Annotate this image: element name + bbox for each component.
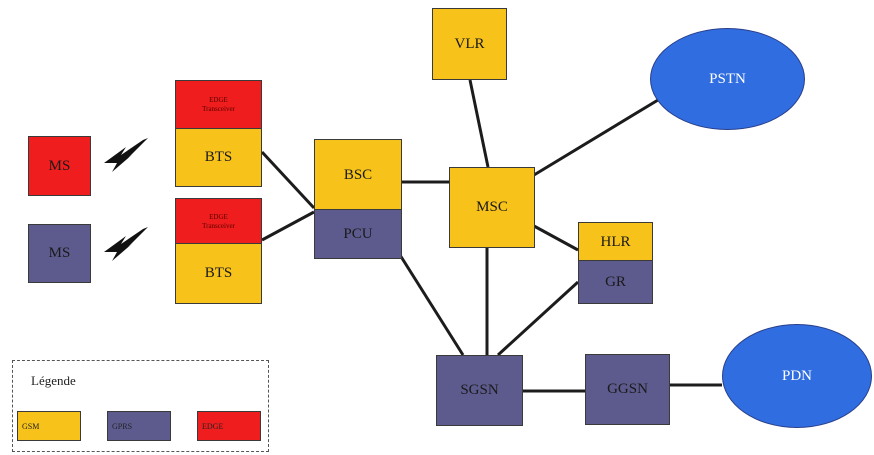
edge-transceiver-box-1: EDGE Transceiver (175, 80, 262, 130)
ms-gprs-box: MS (28, 224, 91, 283)
gr-label: GR (605, 273, 626, 290)
lightning-bolt-icon (104, 138, 148, 172)
hlr-label: HLR (600, 233, 631, 250)
legend-title: Légende (31, 373, 76, 388)
link-bts2-bsc (261, 210, 315, 242)
link-msc-pstn (533, 98, 659, 177)
pstn-label: PSTN (709, 70, 746, 87)
msc-box: MSC (449, 167, 535, 248)
sgsn-label: SGSN (460, 382, 499, 398)
edge-transceiver-1-line2: Transceiver (202, 105, 235, 113)
ggsn-box: GGSN (585, 354, 670, 425)
link-msc-hlr (533, 224, 579, 252)
bts-2-label: BTS (204, 265, 233, 281)
legend-gsm-swatch: GSM (17, 411, 81, 441)
legend-gsm-label: GSM (22, 421, 40, 431)
ms-edge-box: MS (28, 136, 91, 196)
pdn-network: PDN (722, 324, 872, 428)
legend-edge-label: EDGE (202, 421, 224, 431)
sgsn-box: SGSN (436, 355, 523, 426)
link-vlr-msc (468, 79, 490, 168)
edge-transceiver-1-line1: EDGE (209, 96, 228, 104)
bts-1-label: BTS (204, 149, 233, 165)
vlr-box: VLR (432, 8, 507, 80)
bsc-box: BSC (314, 139, 402, 211)
edge-transceiver-box-2: EDGE Transceiver (175, 198, 262, 245)
pdn-label: PDN (781, 367, 812, 384)
bsc-label: BSC (343, 166, 373, 183)
ms-gprs-label: MS (48, 245, 71, 261)
hlr-box: HLR (578, 222, 653, 262)
edge-transceiver-2-line1: EDGE (209, 212, 228, 221)
bts-box-1: BTS (175, 128, 262, 187)
legend-gprs-label: GPRS (112, 421, 133, 431)
legend-gprs-swatch: GPRS (107, 411, 171, 441)
bts-box-2: BTS (175, 243, 262, 304)
edge-transceiver-2-line2: Transceiver (202, 221, 235, 230)
vlr-label: VLR (454, 35, 485, 52)
link-pcu-sgsn (398, 254, 465, 356)
pcu-box: PCU (314, 209, 402, 259)
pcu-label: PCU (343, 225, 373, 242)
link-bts1-bsc (260, 150, 316, 210)
lightning-bolt-icon (104, 227, 148, 261)
gr-box: GR (578, 260, 653, 304)
ms-edge-label: MS (48, 157, 71, 174)
ggsn-label: GGSN (607, 381, 648, 397)
legend: Légende GSM GPRS EDGE (12, 360, 269, 452)
pstn-network: PSTN (650, 28, 805, 130)
msc-label: MSC (476, 199, 508, 215)
link-gr-sgsn (496, 280, 580, 357)
legend-edge-swatch: EDGE (197, 411, 261, 441)
